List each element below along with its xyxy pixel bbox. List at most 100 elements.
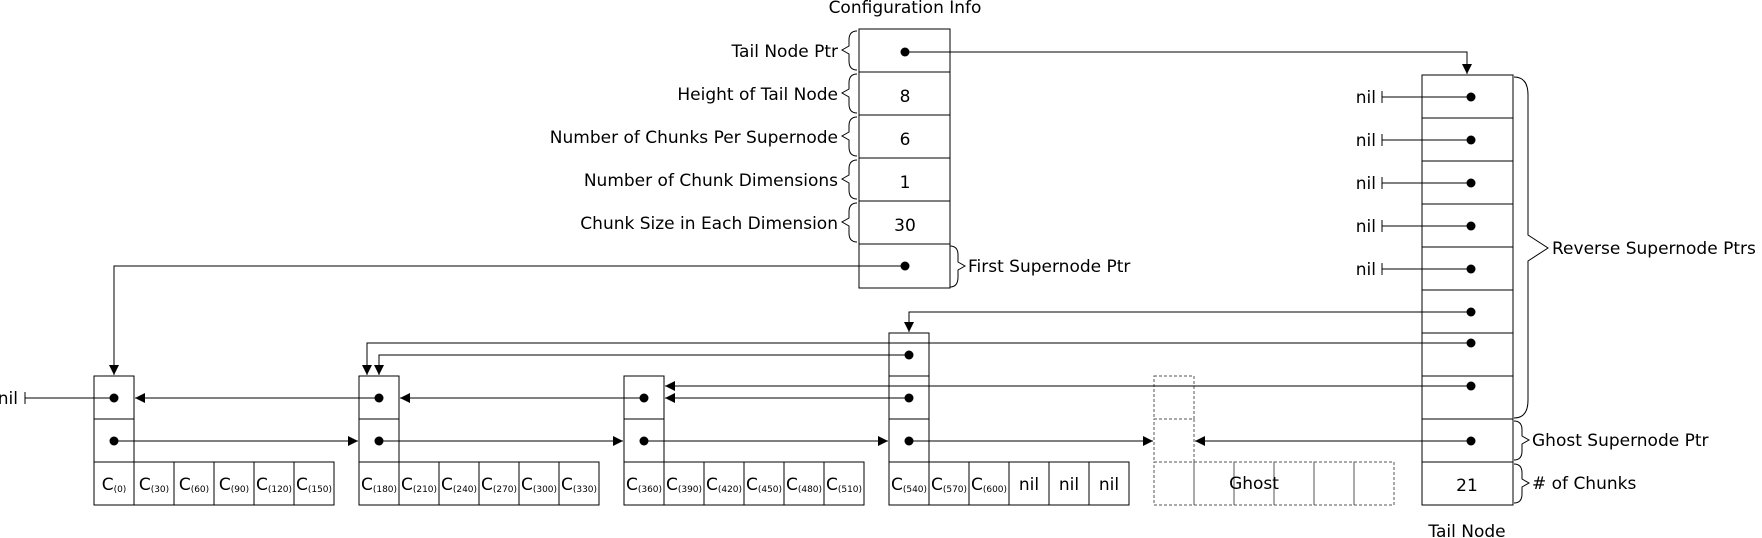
pointer-dot — [1466, 264, 1476, 274]
config-label-height: Height of Tail Node — [677, 85, 838, 105]
pointer-dot — [900, 261, 910, 271]
chunk-label: C(300) — [521, 475, 557, 495]
pointer-dot — [900, 47, 910, 57]
pointer-dot — [1466, 381, 1476, 391]
ghost-supernode: Ghost — [1153, 375, 1395, 506]
chunk-cell — [93, 461, 135, 506]
tail-chunk-count-value: 21 — [1456, 476, 1478, 496]
chunk-cell — [1088, 461, 1130, 506]
pointer-dot — [1466, 338, 1476, 348]
tail-nil-5: nil — [1356, 260, 1376, 280]
chunk-cell — [558, 461, 600, 506]
pointer-dot — [1466, 135, 1476, 145]
chunk-label: C(120) — [256, 475, 292, 495]
tail-slot-8 — [1421, 375, 1514, 420]
chunk-label: C(420) — [706, 475, 742, 495]
pointer-dot — [374, 393, 384, 403]
pointer-dot — [1466, 307, 1476, 317]
chunk-label: C(0) — [102, 475, 127, 495]
chunk-label: C(600) — [971, 475, 1007, 495]
pointer-dot — [639, 393, 649, 403]
left-nil-label: nil — [0, 389, 18, 409]
tail-label-ghost-ptr: Ghost Supernode Ptr — [1532, 431, 1709, 451]
ghost-chunk-cell — [1193, 461, 1235, 506]
brace-first-supernode — [949, 245, 967, 288]
pointer-dot — [109, 393, 119, 403]
tail-node-ptr-arrow — [905, 51, 1472, 74]
brace-reverse-ptrs — [1513, 76, 1549, 419]
ghost-chunk-cell — [1153, 461, 1195, 506]
chunk-label: C(60) — [179, 475, 209, 495]
pointer-dot — [904, 393, 914, 403]
chunk-label: C(30) — [139, 475, 169, 495]
config-label-dimensions: Number of Chunk Dimensions — [584, 171, 838, 191]
reverse-ptr-arrow-to-2 — [362, 342, 1471, 375]
chunk-label: C(480) — [786, 475, 822, 495]
config-label-chunks-per-supernode: Number of Chunks Per Supernode — [550, 128, 838, 148]
brace-chunk-count — [1513, 463, 1531, 504]
brace-chunk-size — [840, 202, 858, 243]
ghost-chunk-cell — [1313, 461, 1355, 506]
supernode-2: C(180) C(210) C(240) C(270) C(300) C(330… — [358, 375, 600, 506]
pointer-dot — [1466, 92, 1476, 102]
skip-ptr-arrow-4-to-2 — [374, 354, 909, 375]
config-title: Configuration Info — [829, 0, 982, 18]
tail-slot-7 — [1421, 332, 1514, 377]
tail-nil-4: nil — [1356, 217, 1376, 237]
brace-chunks-per-supernode — [840, 116, 858, 157]
pointer-connections — [25, 51, 1472, 446]
chunk-label: C(390) — [666, 475, 702, 495]
chunk-cell — [823, 461, 865, 506]
chunk-label: C(210) — [401, 475, 437, 495]
config-value-chunks-per-supernode: 6 — [900, 130, 911, 150]
supernode-3: C(360) C(390) C(420) C(450) C(480) C(510… — [623, 375, 865, 506]
pointer-dot — [374, 436, 384, 446]
first-supernode-arrow — [109, 265, 905, 375]
brace-ghost-ptr — [1513, 420, 1531, 461]
chunk-label: C(570) — [931, 475, 967, 495]
chunk-label: nil — [1099, 475, 1119, 495]
config-label-tail-ptr: Tail Node Ptr — [730, 42, 838, 62]
chunk-label: C(330) — [561, 475, 597, 495]
pointer-dot — [1466, 221, 1476, 231]
tail-label-reverse: Reverse Supernode Ptrs — [1552, 239, 1756, 259]
config-label-first-supernode: First Supernode Ptr — [968, 257, 1130, 277]
pointer-dot — [109, 436, 119, 446]
ghost-back-ptr-cell — [1153, 375, 1195, 420]
tail-nil-2: nil — [1356, 131, 1376, 151]
chunk-label: nil — [1059, 475, 1079, 495]
tail-slot-chunk-count — [1421, 461, 1514, 506]
pointer-dots — [109, 47, 1476, 446]
chunk-label: C(180) — [361, 475, 397, 495]
chunk-label: C(90) — [219, 475, 249, 495]
ghost-chunk-cell — [1233, 461, 1275, 506]
tail-nil-1: nil — [1356, 88, 1376, 108]
ghost-chunk-cell — [1353, 461, 1395, 506]
chunk-label: C(240) — [441, 475, 477, 495]
ghost-label: Ghost — [1229, 474, 1279, 494]
supernode-4: C(540) C(570) C(600) nil nil nil — [888, 332, 1130, 506]
tail-nil-3: nil — [1356, 174, 1376, 194]
tail-node-title: Tail Node — [1427, 522, 1505, 538]
config-info: Configuration Info 8 6 1 30 Tail Node Pt… — [550, 0, 1130, 289]
chunk-label: C(360) — [626, 475, 662, 495]
pointer-dot — [1466, 436, 1476, 446]
chunk-label: C(450) — [746, 475, 782, 495]
config-value-chunk-size: 30 — [894, 216, 916, 236]
chunk-label: C(510) — [826, 475, 862, 495]
tail-node: 21 Tail Node nil nil nil nil nil Reverse… — [1356, 74, 1756, 538]
chunk-cell — [293, 461, 335, 506]
brace-height — [840, 73, 858, 114]
pointer-dot — [1466, 178, 1476, 188]
config-label-chunk-size: Chunk Size in Each Dimension — [580, 214, 838, 234]
config-value-height: 8 — [900, 87, 911, 107]
chunk-label: C(540) — [891, 475, 927, 495]
chunk-label: C(150) — [296, 475, 332, 495]
pointer-dot — [904, 350, 914, 360]
tail-label-chunk-count: # of Chunks — [1532, 474, 1636, 494]
chunk-label: nil — [1019, 475, 1039, 495]
pointer-dot — [904, 436, 914, 446]
ghost-chunk-cell — [1273, 461, 1315, 506]
reverse-ptr-arrow-to-4 — [904, 311, 1471, 332]
